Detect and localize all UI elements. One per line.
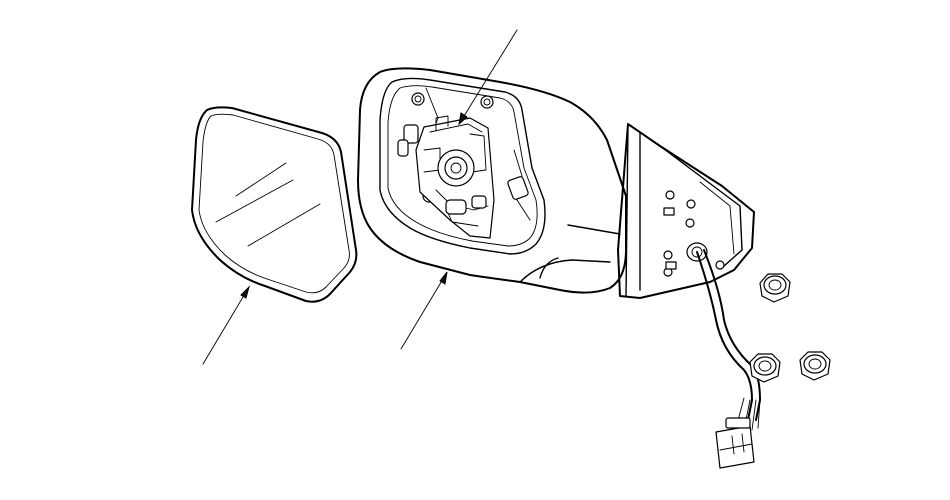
mirror-glass-icon: [191, 106, 358, 303]
callout-housing: [400, 271, 448, 350]
callout-glass: [202, 285, 250, 365]
mirror-housing-icon: [357, 67, 627, 294]
connector-icon: [715, 417, 755, 469]
nut-icon-2: [749, 353, 781, 383]
actuator-icon: [415, 115, 495, 239]
callout-actuator: [458, 29, 518, 126]
mirror-base-icon: [617, 123, 755, 299]
wire-harness-icon: [696, 249, 761, 431]
nut-icon-1: [759, 273, 791, 303]
nut-icon-3: [799, 351, 831, 381]
